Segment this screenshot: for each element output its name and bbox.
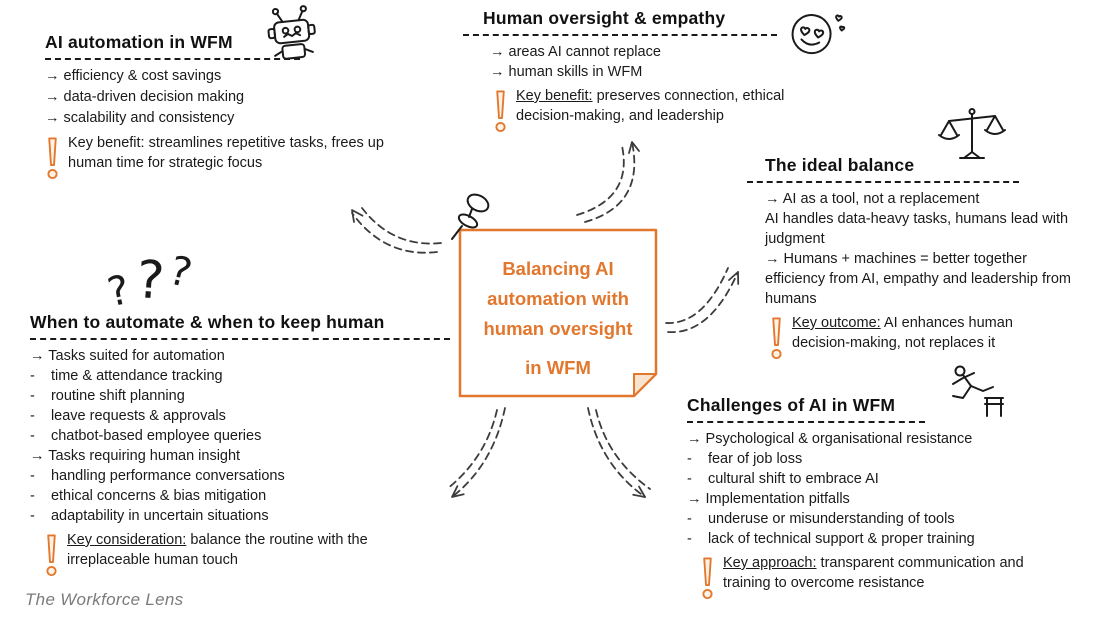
hurdler-icon <box>952 365 1004 417</box>
note-shape <box>458 228 658 398</box>
bullet-item: → AI as a tool, not a replacement <box>765 191 980 207</box>
key-text: Key approach: transparent communication … <box>723 555 1024 591</box>
bullet-item: - fear of job loss <box>687 451 803 467</box>
bullet-item: - cultural shift to embrace AI <box>687 471 879 487</box>
bullet-item: → data-driven decision making <box>45 89 245 105</box>
arrow-to-human-oversight <box>576 141 640 223</box>
section-when-automate: When to automate & when to keep human → … <box>30 312 462 580</box>
svg-text:?: ? <box>165 248 197 298</box>
bullet-item: AI handles data-heavy tasks, humans lead… <box>765 211 1073 247</box>
section-challenges: Challenges of AI in WFM → Psychological … <box>687 395 1089 603</box>
bullet-item: → Tasks suited for automation <box>30 348 225 364</box>
center-title-line: human oversight <box>483 318 633 339</box>
bullet-item: - lack of technical support & proper tra… <box>687 531 975 547</box>
bullet-item: → efficiency & cost savings <box>45 68 222 84</box>
pushpin-icon <box>451 193 490 240</box>
exclamation-icon <box>46 534 57 577</box>
exclamation-icon <box>702 557 713 600</box>
section-title: Challenges of AI in WFM <box>687 395 925 423</box>
footer-brand: The Workforce Lens <box>25 590 184 609</box>
key-note: Key consideration: balance the routine w… <box>44 530 462 580</box>
smiley-hearts-icon <box>791 14 846 55</box>
bullet-item: → human skills in WFM <box>490 64 643 80</box>
bullet-item: → Psychological & organisational resista… <box>687 431 973 447</box>
center-title-line: in WFM <box>525 357 591 378</box>
bullet-item: - leave requests & approvals <box>30 408 226 424</box>
bullet-item: - handling performance conversations <box>30 468 285 484</box>
key-text: Key benefit: streamlines repetitive task… <box>68 135 384 171</box>
bullet-item: → Implementation pitfalls <box>687 491 850 507</box>
arrow-to-ideal-balance <box>665 267 740 333</box>
bullet-item: - ethical concerns & bias mitigation <box>30 488 267 504</box>
section-title: Human oversight & empathy <box>463 8 777 36</box>
bullet-item: - time & attendance tracking <box>30 368 223 384</box>
bullet-item: → scalability and consistency <box>45 110 235 126</box>
exclamation-icon <box>47 137 58 180</box>
section-ai-automation: AI automation in WFM → efficiency & cost… <box>45 32 407 183</box>
bullet-item: - chatbot-based employee queries <box>30 428 262 444</box>
bullet-item: → areas AI cannot replace <box>490 44 661 60</box>
bullet-item: - routine shift planning <box>30 388 185 404</box>
balance-scale-icon <box>938 108 1006 159</box>
bullet-item: → Tasks requiring human insight <box>30 448 241 464</box>
arrow-to-challenges <box>587 407 651 498</box>
svg-text:?: ? <box>134 250 166 311</box>
key-text: Key outcome: AI enhances human decision-… <box>792 315 1013 351</box>
bullet-item: - adaptability in uncertain situations <box>30 508 269 524</box>
bullet-item: efficiency from AI, empathy and leadersh… <box>765 271 1076 307</box>
key-note: Key approach: transparent communication … <box>700 553 1089 603</box>
center-title-line: automation with <box>487 288 629 309</box>
key-text: Key benefit: preserves connection, ethic… <box>516 88 785 124</box>
arrow-to-ai-automation <box>351 207 442 254</box>
section-title: AI automation in WFM <box>45 32 300 60</box>
center-note: Balancing AI automation with human overs… <box>458 228 658 398</box>
bullet-item: - underuse or misunderstanding of tools <box>687 511 955 527</box>
exclamation-icon <box>495 90 506 133</box>
svg-text:?: ? <box>104 267 134 311</box>
section-human-oversight: Human oversight & empathy → areas AI can… <box>463 8 803 136</box>
section-title: When to automate & when to keep human <box>30 312 450 340</box>
section-ideal-balance: The ideal balance → AI as a tool, not a … <box>747 155 1101 363</box>
key-text: Key consideration: balance the routine w… <box>67 532 368 568</box>
center-title-line: Balancing AI <box>502 258 614 279</box>
key-note: Key outcome: AI enhances human decision-… <box>769 313 1101 363</box>
key-note: Key benefit: preserves connection, ethic… <box>493 86 803 136</box>
bullet-item: → Humans + machines = better together <box>765 251 1027 267</box>
key-note: Key benefit: streamlines repetitive task… <box>45 133 407 183</box>
question-marks-icon: ? ? ? <box>104 248 197 311</box>
robot-icon <box>267 5 316 60</box>
center-title: Balancing AI automation with human overs… <box>458 228 658 383</box>
exclamation-icon <box>771 317 782 360</box>
section-title: The ideal balance <box>747 155 1019 183</box>
